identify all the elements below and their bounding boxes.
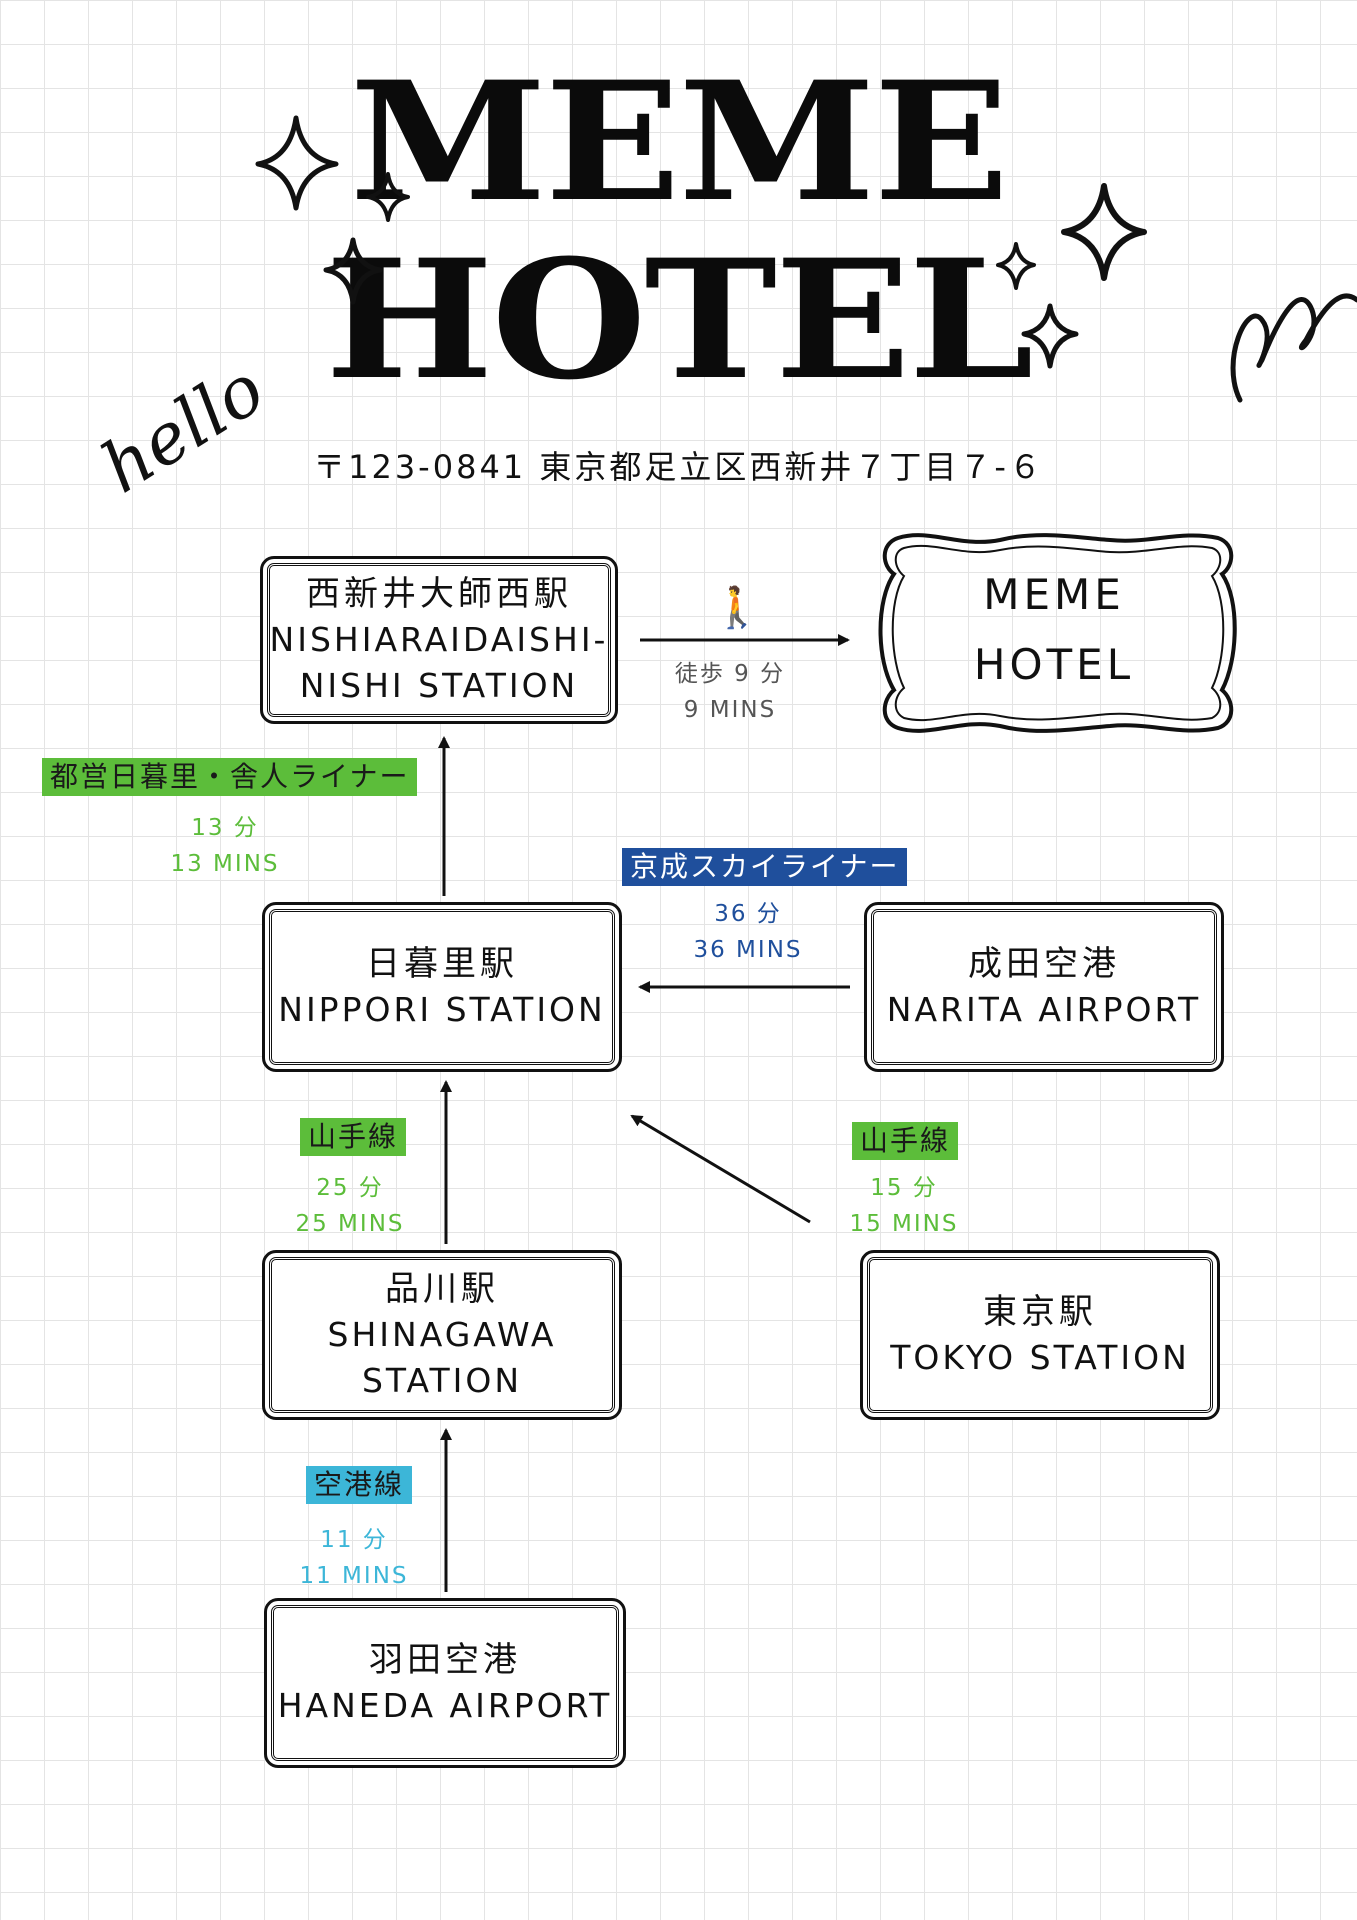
toei-duration-jp: 13 分 <box>191 815 259 841</box>
keisei-duration-en: 36 MINS <box>693 937 803 963</box>
station-name-en: TOKYO STATION <box>890 1338 1190 1377</box>
yamanote-left-duration-jp: 25 分 <box>316 1175 384 1201</box>
yamanote-right-duration-jp: 15 分 <box>870 1175 938 1201</box>
airport-duration-en: 11 MINS <box>299 1563 409 1589</box>
line-tag-yamanote-left: 山手線 <box>300 1118 407 1156</box>
station-name-en: NIPPORI STATION <box>278 990 606 1029</box>
station-narita: 成田空港 NARITA AIRPORT <box>864 902 1224 1072</box>
destination-hotel: MEME HOTEL <box>866 560 1242 700</box>
hotel-address: 〒123-0841 東京都足立区西新井７丁目７-６ <box>313 448 1044 486</box>
station-name-jp: 成田空港 <box>968 944 1120 984</box>
line-tag-airport: 空港線 <box>306 1466 413 1504</box>
station-name-jp: 東京駅 <box>983 1292 1097 1332</box>
station-shinagawa: 品川駅 SHINAGAWA STATION <box>262 1250 622 1420</box>
hotel-name-line2: HOTEL <box>973 640 1135 689</box>
yamanote-left-duration-en: 25 MINS <box>295 1211 405 1237</box>
title-line-2: HOTEL <box>325 223 1034 416</box>
station-name-en: NARITA AIRPORT <box>886 990 1202 1029</box>
line-tag-yamanote-right: 山手線 <box>852 1122 959 1160</box>
hotel-name-line1: MEME <box>983 570 1125 619</box>
station-name-jp: 西新井大師西駅 <box>306 574 572 614</box>
airport-duration-jp: 11 分 <box>320 1527 388 1553</box>
line-tag-keisei: 京成スカイライナー <box>622 848 908 886</box>
station-name-en: NISHI STATION <box>299 666 579 705</box>
walking-person-icon: 🚶 <box>712 585 762 631</box>
station-name-jp: 日暮里駅 <box>366 944 518 984</box>
station-haneda: 羽田空港 HANEDA AIRPORT <box>264 1598 626 1768</box>
station-name-en: SHINAGAWA <box>327 1315 557 1354</box>
station-nishiarai: 西新井大師西駅 NISHIARAIDAISHI- NISHI STATION <box>260 556 618 724</box>
station-name-jp: 品川駅 <box>385 1269 499 1309</box>
station-name-jp: 羽田空港 <box>369 1640 521 1680</box>
yamanote-right-arrow <box>630 1114 811 1224</box>
station-name-en: HANEDA AIRPORT <box>277 1686 613 1725</box>
station-name-en: NISHIARAIDAISHI- <box>269 620 609 659</box>
line-tag-toei: 都営日暮里・舎人ライナー <box>42 758 418 796</box>
walk-duration-en: 9 MINS <box>683 697 777 723</box>
yamanote-right-duration-en: 15 MINS <box>849 1211 959 1237</box>
keisei-duration-jp: 36 分 <box>714 901 782 927</box>
station-nippori: 日暮里駅 NIPPORI STATION <box>262 902 622 1072</box>
walk-duration-jp: 徒歩 9 分 <box>674 661 786 687</box>
station-name-en: STATION <box>361 1361 523 1400</box>
toei-duration-en: 13 MINS <box>170 851 280 877</box>
title-line-1: MEME <box>349 45 1009 238</box>
station-tokyo: 東京駅 TOKYO STATION <box>860 1250 1220 1420</box>
